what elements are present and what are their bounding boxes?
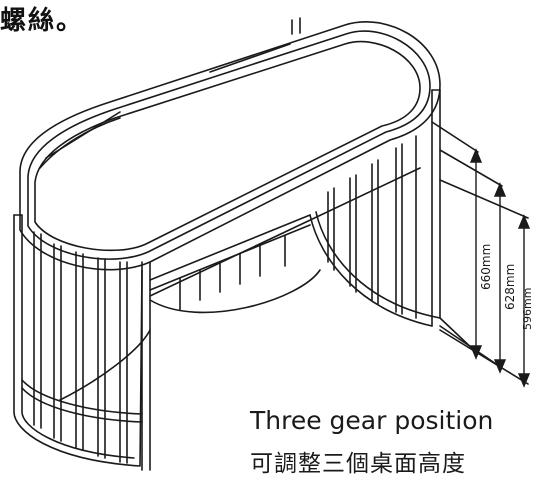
dimension-label-596: 596mm (521, 288, 533, 330)
caption-english: Three gear position (250, 406, 494, 435)
top-rail-mid (27, 30, 431, 260)
dimension-label-628: 628mm (503, 264, 517, 310)
left-post-outer (13, 214, 143, 467)
right-end-frame (309, 214, 433, 327)
caption-chinese: 可調整三個桌面高度 (250, 451, 466, 477)
top-rail-outer (19, 21, 441, 271)
header-caption: 螺絲。 (0, 6, 85, 36)
dimension-label-660: 660mm (479, 244, 493, 290)
top-surface-edge (34, 40, 421, 252)
